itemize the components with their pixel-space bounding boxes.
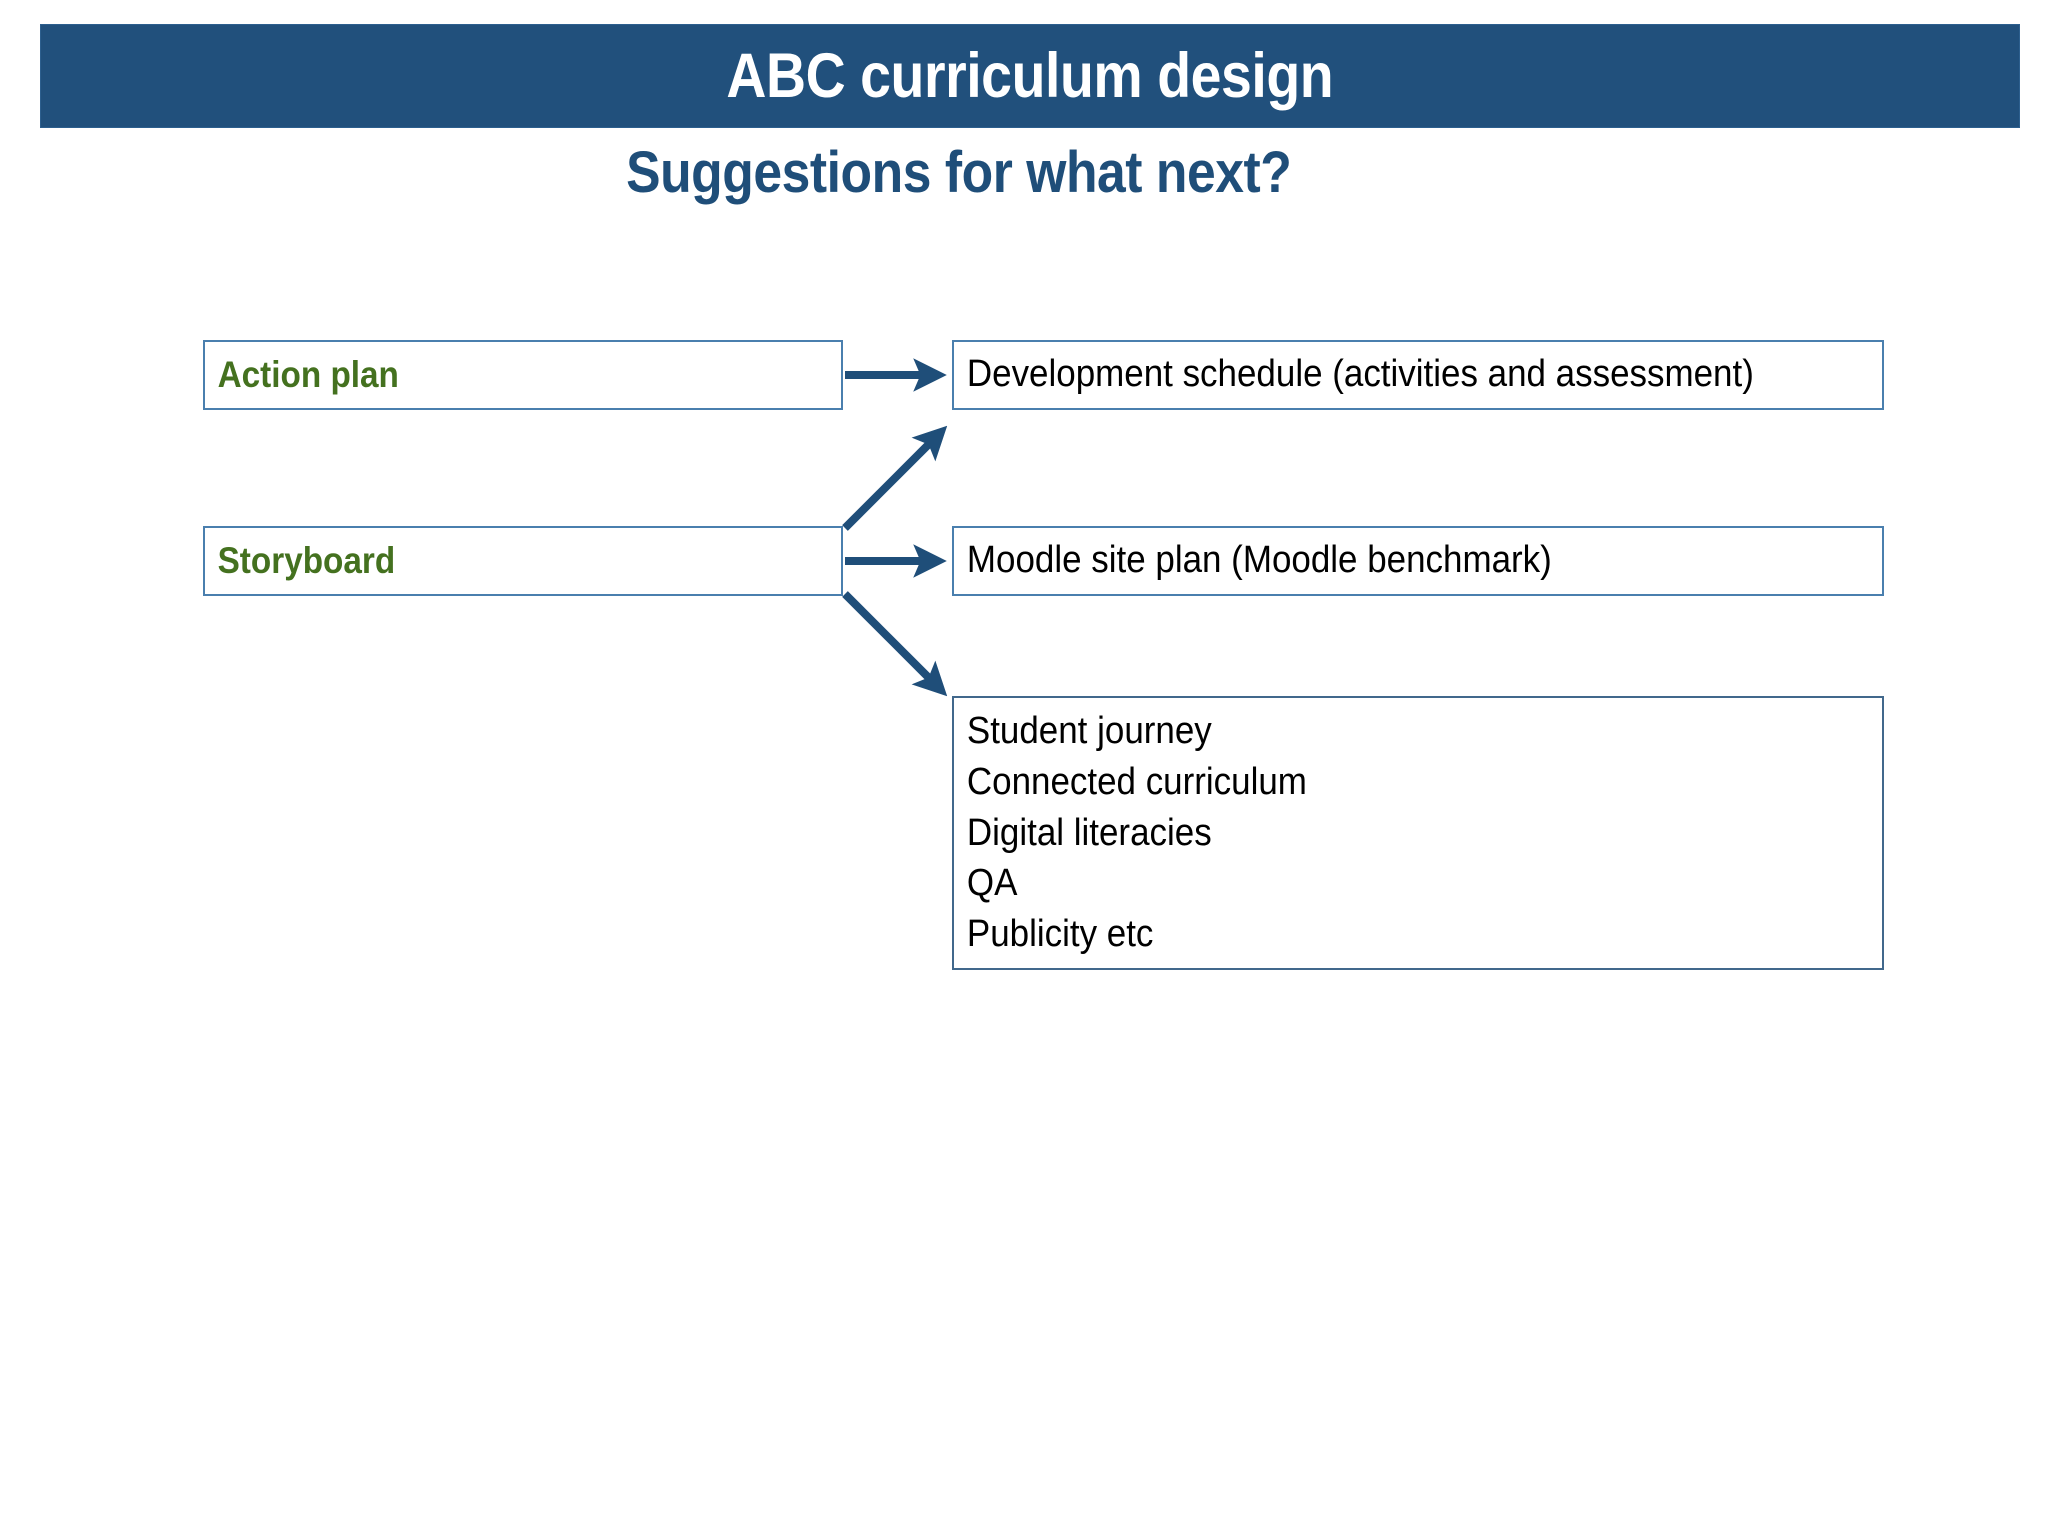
topic-item: Student journey bbox=[966, 710, 1212, 753]
box-moodle-site-plan[interactable]: Moodle site plan (Moodle benchmark) bbox=[952, 526, 1884, 596]
topic-item: Connected curriculum bbox=[966, 760, 1307, 803]
box-storyboard-label: Storyboard bbox=[217, 539, 396, 581]
subtitle-container: Suggestions for what next? bbox=[0, 140, 2048, 205]
box-action-plan-label: Action plan bbox=[217, 353, 399, 395]
topic-item: Publicity etc bbox=[966, 913, 1154, 956]
arrow-storyboard-to-topics bbox=[842, 591, 948, 697]
title-banner: ABC curriculum design bbox=[40, 24, 2020, 128]
box-storyboard[interactable]: Storyboard bbox=[203, 526, 843, 596]
slide-subtitle: Suggestions for what next? bbox=[626, 140, 1292, 205]
box-topics[interactable]: Student journey Connected curriculum Dig… bbox=[952, 696, 1884, 970]
page-title: ABC curriculum design bbox=[726, 40, 1334, 111]
topic-item: Digital literacies bbox=[966, 811, 1212, 854]
topic-item: QA bbox=[966, 862, 1018, 905]
box-action-plan[interactable]: Action plan bbox=[203, 340, 843, 410]
box-moodle-site-plan-label: Moodle site plan (Moodle benchmark) bbox=[966, 539, 1552, 582]
arrow-storyboard-to-dev-schedule bbox=[842, 425, 948, 531]
box-development-schedule[interactable]: Development schedule (activities and ass… bbox=[952, 340, 1884, 410]
box-development-schedule-label: Development schedule (activities and ass… bbox=[966, 353, 1754, 396]
